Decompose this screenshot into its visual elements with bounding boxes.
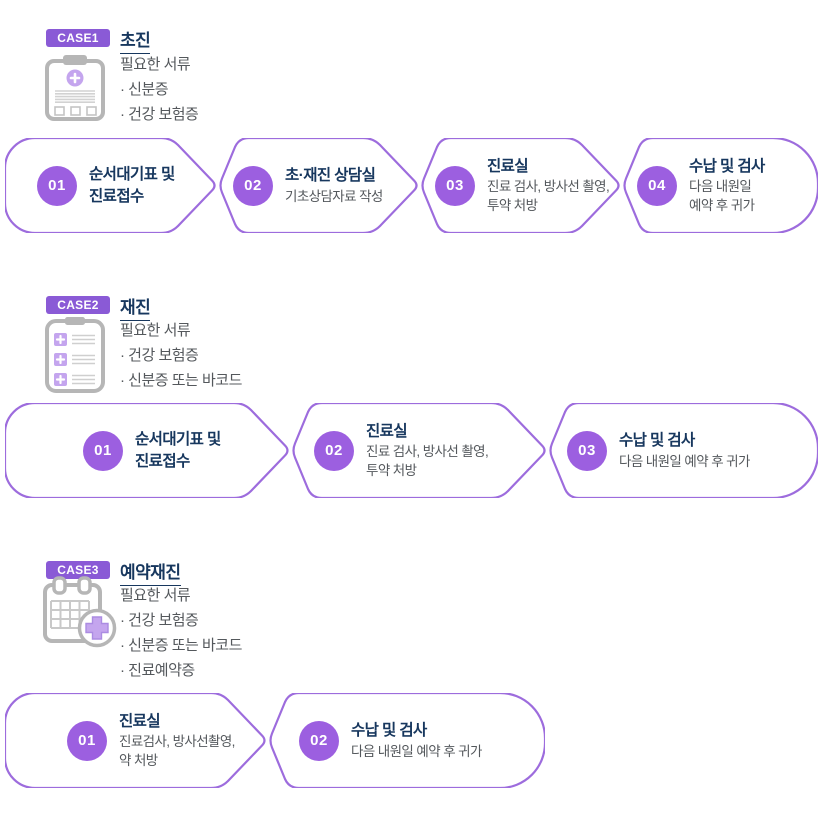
step-desc: 약 처방 bbox=[119, 753, 158, 769]
step-number-badge: 01 bbox=[37, 165, 77, 206]
step-desc: 진료 검사, 방사선 촬영, bbox=[366, 444, 489, 460]
step-desc: 다음 내원일 bbox=[689, 179, 752, 195]
step-desc: 다음 내원일 예약 후 귀가 bbox=[351, 743, 482, 759]
docs-label: 필요한 서류 bbox=[120, 56, 191, 73]
clipboard-list-icon bbox=[44, 316, 106, 399]
clipboard-medical-icon bbox=[44, 54, 106, 127]
doc-item: 건강 보험증 bbox=[120, 102, 199, 127]
calendar-plus-icon bbox=[42, 576, 118, 661]
step-title: 수납 및 검사 bbox=[689, 157, 765, 175]
step-title: 수납 및 검사 bbox=[351, 722, 427, 740]
step-title: 순서대기표 및 bbox=[89, 166, 175, 184]
doc-item: 신분증 bbox=[120, 77, 198, 102]
docs-label: 필요한 서류 bbox=[120, 587, 191, 604]
case1-step-02: 02 초·재진 상담실 기초상담자료 작성 bbox=[219, 138, 419, 233]
step-title: 진료접수 bbox=[89, 187, 144, 205]
step-desc: 진료검사, 방사선촬영, bbox=[119, 734, 235, 750]
step-desc: 기초상담자료 작성 bbox=[285, 188, 383, 204]
step-title: 진료접수 bbox=[135, 452, 190, 470]
step-number-badge: 01 bbox=[83, 430, 123, 471]
step-number-badge: 02 bbox=[233, 165, 273, 206]
doc-item: 진료예약증 bbox=[120, 658, 242, 683]
case3-docs: 필요한 서류 건강 보험증 신분증 또는 바코드 진료예약증 bbox=[120, 583, 242, 683]
case2-step-03: 03 수납 및 검사 다음 내원일 예약 후 귀가 bbox=[549, 403, 818, 498]
step-number-badge: 01 bbox=[67, 720, 107, 761]
case1-step-04: 04 수납 및 검사 다음 내원일 예약 후 귀가 bbox=[623, 138, 818, 233]
step-number-badge: 02 bbox=[299, 720, 339, 761]
doc-item: 건강 보험증 bbox=[120, 343, 242, 368]
step-number-badge: 03 bbox=[435, 165, 475, 206]
case2-step-01: 01 순서대기표 및 진료접수 bbox=[5, 403, 290, 498]
case2-docs: 필요한 서류 건강 보험증 신분증 또는 바코드 bbox=[120, 318, 242, 393]
step-title: 진료실 bbox=[487, 157, 529, 175]
case1-title: 초진 bbox=[120, 26, 151, 54]
docs-label: 필요한 서류 bbox=[120, 322, 191, 339]
case1-badge: CASE1 bbox=[46, 29, 110, 47]
doc-item: 신분증 또는 바코드 bbox=[120, 633, 242, 658]
case3-title: 예약재진 bbox=[120, 558, 181, 586]
step-title: 초·재진 상담실 bbox=[285, 167, 376, 185]
case1-step-03: 03 진료실 진료 검사, 방사선 촬영, 투약 처방 bbox=[421, 138, 621, 233]
step-title: 순서대기표 및 bbox=[135, 431, 221, 449]
step-desc: 예약 후 귀가 bbox=[689, 198, 755, 214]
step-title: 진료실 bbox=[366, 422, 408, 440]
case1-step-01: 01 순서대기표 및 진료접수 bbox=[5, 138, 217, 233]
case3-badge: CASE3 bbox=[46, 561, 110, 579]
step-desc: 진료 검사, 방사선 촬영, bbox=[487, 179, 610, 195]
step-title: 수납 및 검사 bbox=[619, 432, 695, 450]
case2-step-02: 02 진료실 진료 검사, 방사선 촬영, 투약 처방 bbox=[292, 403, 547, 498]
case2-title: 재진 bbox=[120, 293, 151, 321]
case3-step-01: 01 진료실 진료검사, 방사선촬영, 약 처방 bbox=[5, 693, 267, 788]
case3-step-02: 02 수납 및 검사 다음 내원일 예약 후 귀가 bbox=[269, 693, 545, 788]
case1-docs: 필요한 서류 신분증 건강 보험증 bbox=[120, 52, 199, 127]
step-desc: 투약 처방 bbox=[366, 463, 417, 479]
case2-badge: CASE2 bbox=[46, 296, 110, 314]
step-number-badge: 02 bbox=[314, 430, 354, 471]
doc-item: 신분증 또는 바코드 bbox=[120, 368, 242, 393]
step-number-badge: 04 bbox=[637, 165, 677, 206]
step-desc: 다음 내원일 예약 후 귀가 bbox=[619, 453, 750, 469]
step-desc: 투약 처방 bbox=[487, 198, 538, 214]
doc-item: 건강 보험증 bbox=[120, 608, 242, 633]
step-number-badge: 03 bbox=[567, 430, 607, 471]
step-title: 진료실 bbox=[119, 712, 161, 730]
